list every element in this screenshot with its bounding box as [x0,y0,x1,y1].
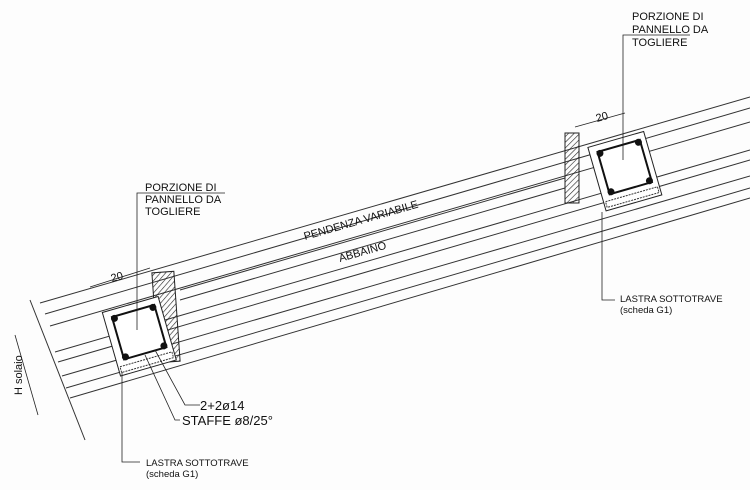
dimension-left: 20 [110,270,125,285]
pendenza-label: PENDENZA VARIABILE [303,199,420,243]
porzione-left-label: PORZIONE DI PANNELLO DA TOGLIERE [145,182,224,218]
left-beam [101,295,177,377]
porzione-right-label: PORZIONE DI PANNELLO DA TOGLIERE [632,11,711,49]
leader-lines [14,34,690,463]
staffe-label: STAFFE ø8/25° [182,413,273,428]
rebar-label: 2+2ø14 [200,398,244,413]
abbaino-label: ABBAINO [338,240,389,265]
right-hatched-support [564,132,580,204]
lastra-left-label: LASTRA SOTTOTRAVE (scheda G1) [146,458,251,480]
lastra-right-label: LASTRA SOTTOTRAVE (scheda G1) [620,294,725,316]
h-solaio-label: H solaio [13,355,25,395]
dimension-right: 20 [595,110,610,125]
right-beam [587,130,663,212]
